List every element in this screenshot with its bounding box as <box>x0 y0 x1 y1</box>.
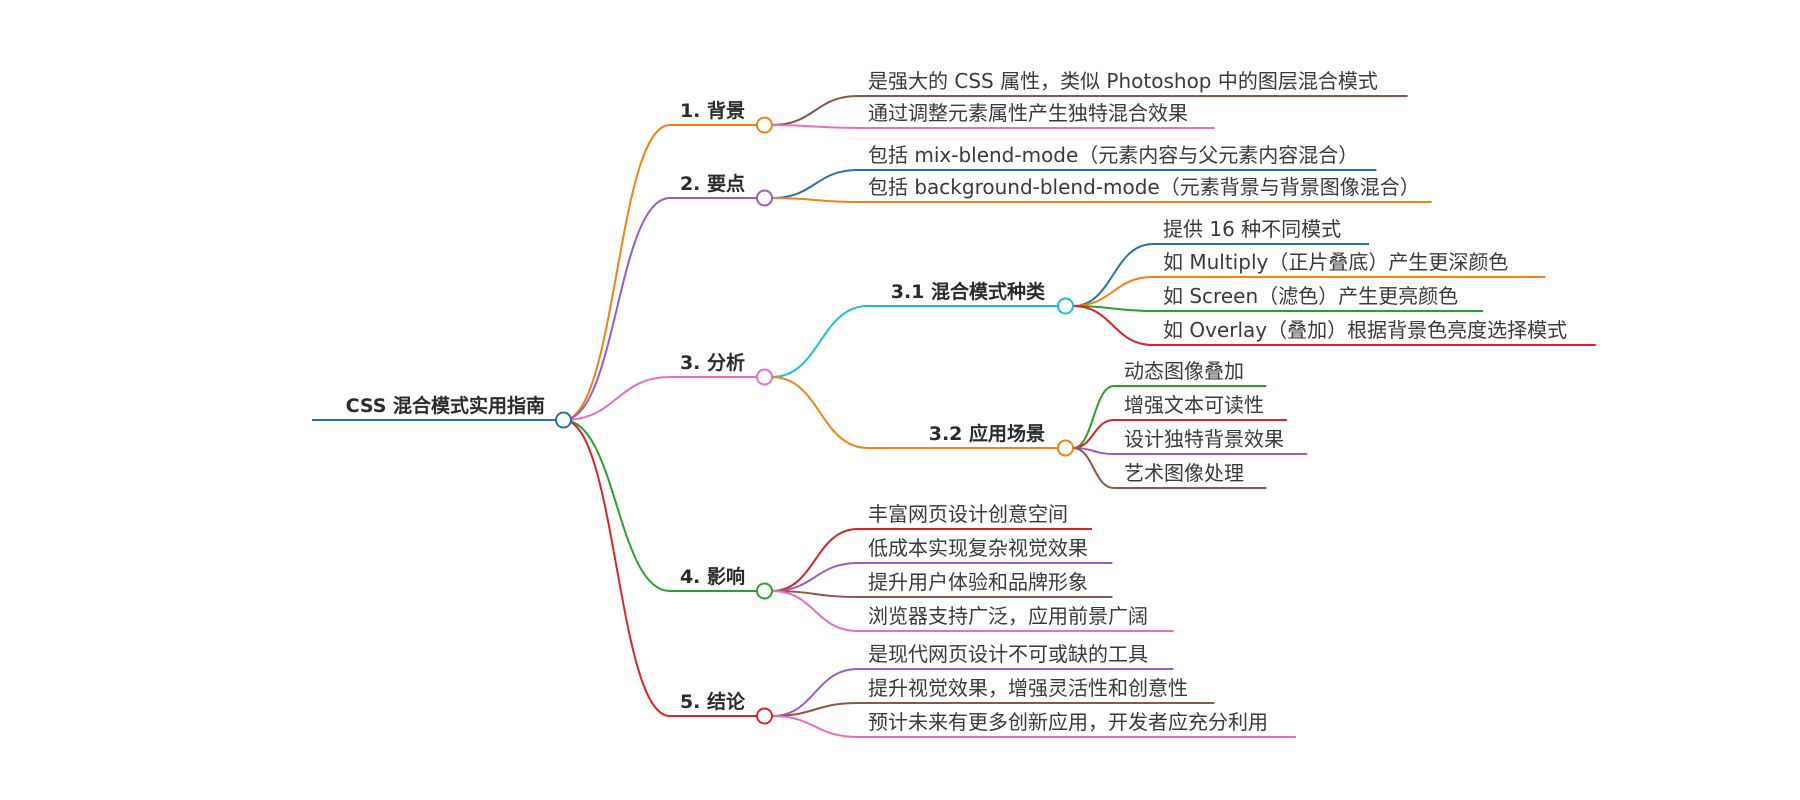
leaf-label: 是现代网页设计不可或缺的工具 <box>868 642 1148 666</box>
leaf-link <box>1072 419 1115 449</box>
leaf-link <box>1072 447 1115 489</box>
leaf-label: 提升用户体验和品牌形象 <box>868 570 1088 594</box>
branch-toggle-4[interactable] <box>756 582 773 600</box>
branch-toggle-3[interactable] <box>756 368 773 386</box>
leaf-link <box>771 590 859 632</box>
leaf-label: 动态图像叠加 <box>1124 359 1244 383</box>
root-toggle[interactable] <box>555 411 572 429</box>
leaf-link <box>1072 276 1154 307</box>
leaf-link <box>771 124 859 129</box>
leaf-label: 预计未来有更多创新应用，开发者应充分利用 <box>868 710 1268 734</box>
leaf-label: 设计独特背景效果 <box>1124 427 1284 451</box>
branch-link-1 <box>563 124 671 421</box>
leaf-link <box>1072 385 1115 449</box>
leaf-label: 提供 16 种不同模式 <box>1163 217 1341 241</box>
mind-map-links <box>563 95 1154 738</box>
branch-toggle-2[interactable] <box>756 189 773 207</box>
leaf-link <box>1072 305 1154 346</box>
branch-label-3: 3. 分析 <box>680 351 745 374</box>
leaf-label: 通过调整元素属性产生独特混合效果 <box>868 101 1188 125</box>
leaf-link <box>771 528 859 592</box>
leaf-label: 是强大的 CSS 属性，类似 Photoshop 中的图层混合模式 <box>868 69 1378 93</box>
mind-map-underlines <box>312 95 1596 738</box>
mind-map-connectors <box>555 116 1074 725</box>
root-label: CSS 混合模式实用指南 <box>346 394 545 417</box>
leaf-label: 低成本实现复杂视觉效果 <box>868 536 1088 560</box>
leaf-label: 浏览器支持广泛，应用前景广阔 <box>868 604 1148 628</box>
branch-toggle-1[interactable] <box>756 116 773 134</box>
branch-link-3 <box>563 376 671 421</box>
sub-branch-toggle-2[interactable] <box>1057 439 1074 457</box>
branch-label-4: 4. 影响 <box>680 565 745 588</box>
branch-link-5 <box>563 419 671 717</box>
sub-branch-link-2 <box>771 376 869 449</box>
leaf-label: 丰富网页设计创意空间 <box>868 502 1068 526</box>
mind-map-labels: CSS 混合模式实用指南 1. 背景 是强大的 CSS 属性，类似 Photosho… <box>346 69 1568 734</box>
leaf-link <box>1072 243 1154 307</box>
leaf-link <box>771 668 859 717</box>
leaf-label: 提升视觉效果，增强灵活性和创意性 <box>868 676 1188 700</box>
sub-branch-toggle-1[interactable] <box>1057 297 1074 315</box>
branch-label-5: 5. 结论 <box>680 690 746 713</box>
branch-toggle-5[interactable] <box>756 707 773 725</box>
leaf-link <box>771 169 859 199</box>
leaf-label: 包括 mix-blend-mode（元素内容与父元素内容混合） <box>868 143 1358 167</box>
sub-branch-label-1: 3.1 混合模式种类 <box>891 280 1045 303</box>
leaf-link <box>771 715 859 738</box>
branch-label-1: 1. 背景 <box>680 99 745 122</box>
sub-branch-link-1 <box>771 305 869 378</box>
leaf-link <box>771 562 859 592</box>
leaf-label: 如 Multiply（正片叠底）产生更深颜色 <box>1163 250 1508 274</box>
branch-label-2: 2. 要点 <box>680 173 745 195</box>
leaf-label: 包括 background-blend-mode（元素背景与背景图像混合） <box>868 175 1420 199</box>
branch-link-4 <box>563 419 671 592</box>
sub-branch-label-2: 3.2 应用场景 <box>929 422 1045 445</box>
leaf-label: 增强文本可读性 <box>1124 393 1264 417</box>
leaf-label: 如 Overlay（叠加）根据背景色亮度选择模式 <box>1163 318 1567 342</box>
branch-link-2 <box>563 197 671 421</box>
leaf-link <box>771 197 859 203</box>
leaf-link <box>771 95 859 126</box>
leaf-label: 如 Screen（滤色）产生更亮颜色 <box>1163 284 1458 308</box>
leaf-label: 艺术图像处理 <box>1124 461 1244 485</box>
